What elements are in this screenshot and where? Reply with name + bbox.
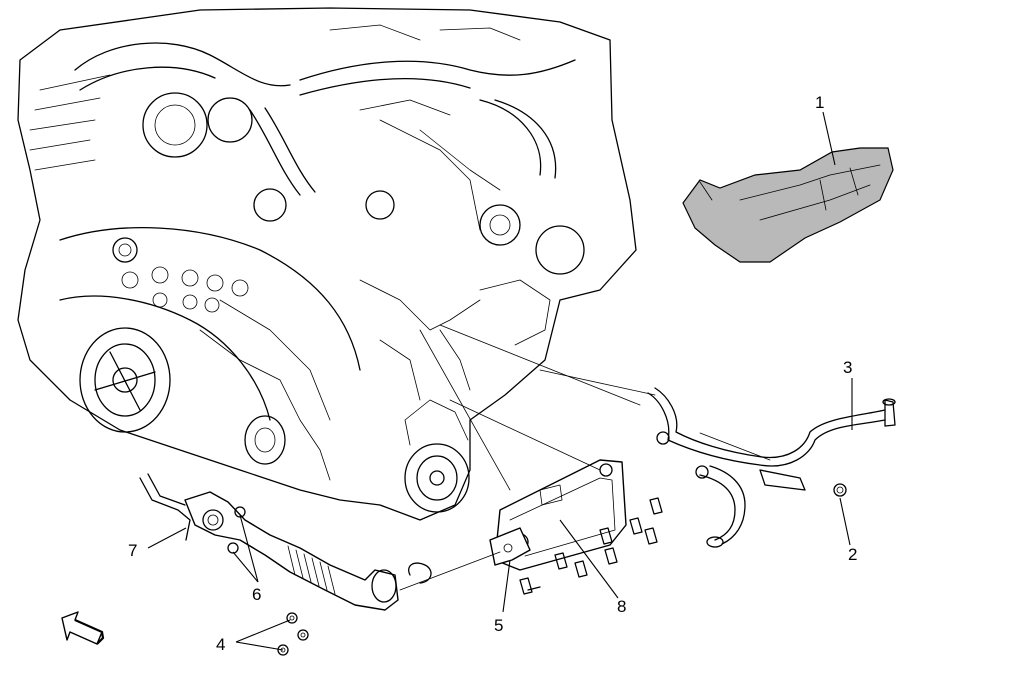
callout-6-label: 6 — [252, 585, 261, 604]
bracket-5-part — [489, 527, 531, 566]
bolt-2-part — [833, 483, 847, 497]
callout-2-label: 2 — [848, 545, 857, 564]
gasket-ring-part — [408, 562, 432, 584]
callout-8-label: 8 — [617, 597, 626, 616]
callout-leaders — [147, 111, 853, 651]
bracket-bolts — [519, 497, 663, 595]
callout-3-label: 3 — [843, 358, 852, 377]
alignment-lines — [399, 324, 771, 591]
front-direction-arrow-icon — [61, 611, 105, 645]
callout-7-label: 7 — [128, 541, 137, 560]
coolant-pipe-part — [647, 387, 896, 548]
exhaust-pipe-part — [139, 473, 399, 611]
callout-1-label: 1 — [815, 93, 824, 112]
heat-shield-part — [682, 147, 894, 263]
engine-transaxle-assembly — [17, 7, 637, 521]
callout-4-label: 4 — [216, 635, 225, 654]
callout-5-label: 5 — [494, 616, 503, 635]
callout-labels: 1 2 3 4 5 6 7 8 — [128, 93, 857, 654]
nuts-4-part — [277, 612, 309, 656]
